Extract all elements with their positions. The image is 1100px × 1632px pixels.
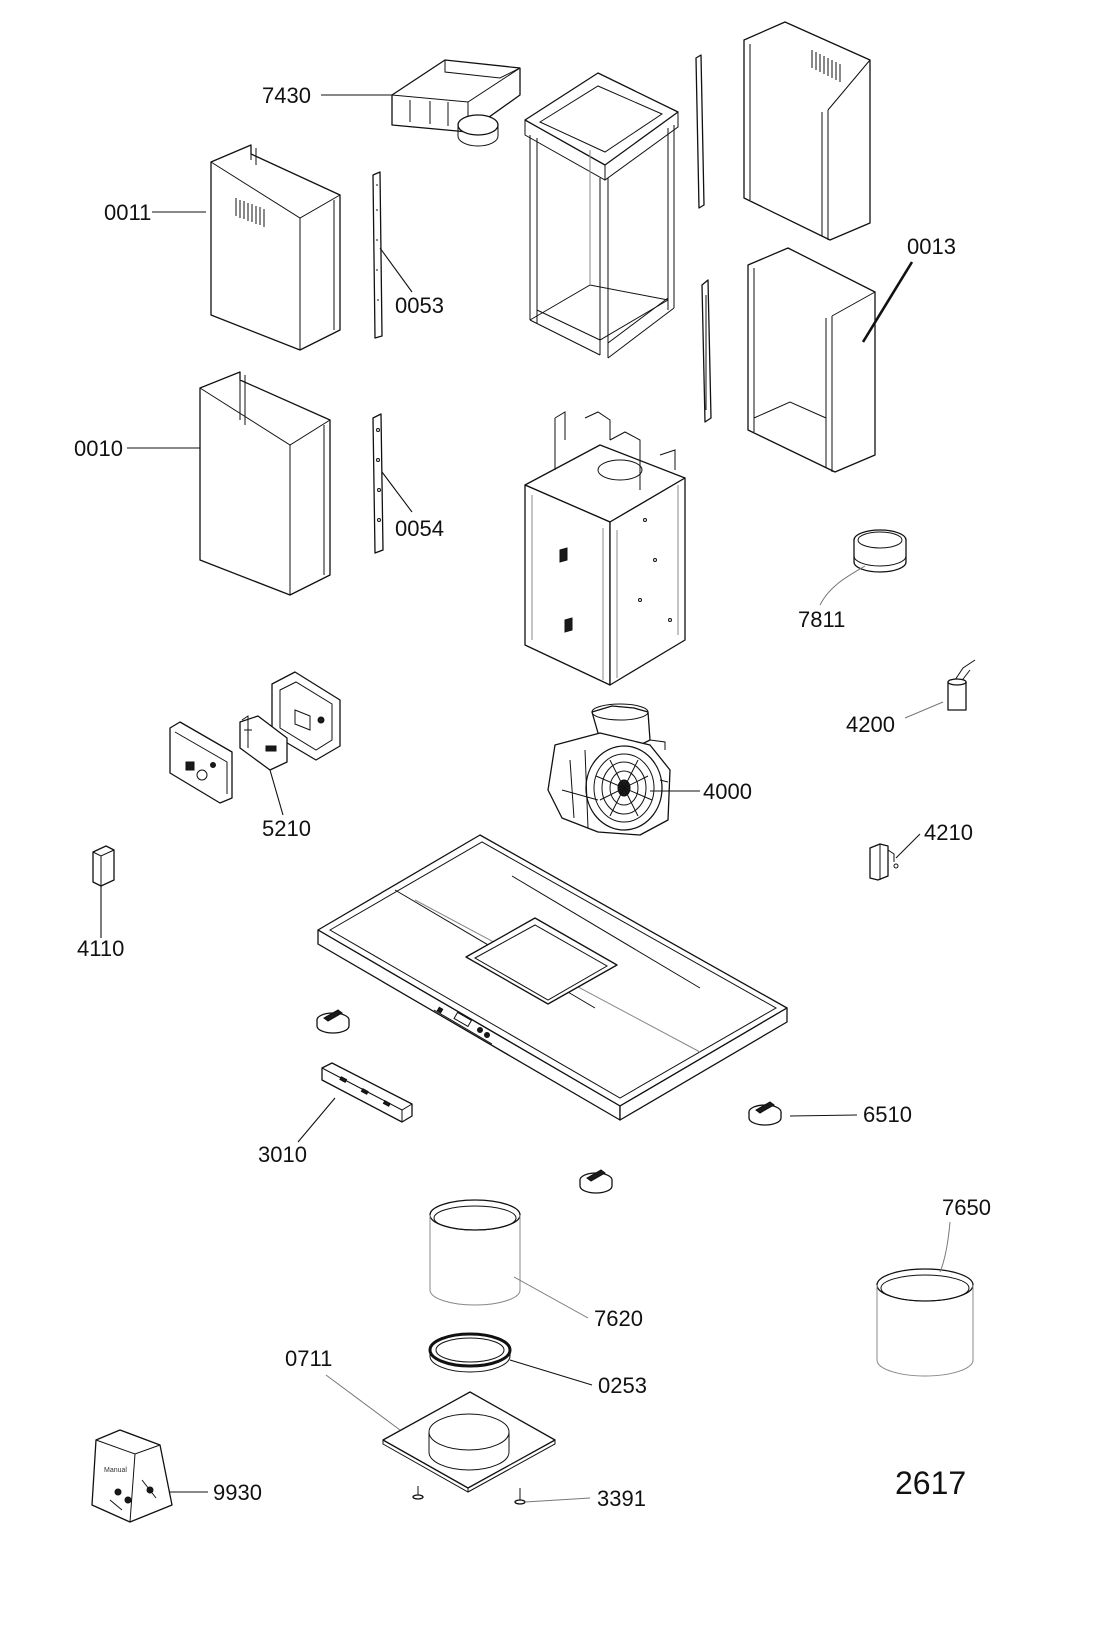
callout-5210: 5210 [262,816,311,841]
callout-9930: 9930 [213,1480,262,1505]
part-rear-upper-cover [743,21,871,241]
part-capacitor [947,659,976,711]
part-support-frame [524,72,679,359]
part-control-panel [169,721,233,804]
part-vertical-strip-lower [701,279,712,423]
callout-0013: 0013 [907,234,956,259]
part-knob-left [316,1009,350,1034]
part-screw-right [514,1488,526,1505]
callout-7430: 7430 [262,83,311,108]
callout-4210: 4210 [924,820,973,845]
part-canopy [317,834,788,1121]
part-transformer [92,845,115,887]
control-strip [433,1006,493,1045]
part-vertical-strip-upper [695,54,705,209]
callout-3391: 3391 [597,1486,646,1511]
part-screw-left [412,1486,424,1500]
callout-0253: 0253 [598,1373,647,1398]
part-rear-lower-cover [747,247,876,473]
part-gasket-ring [428,1332,512,1373]
filter-opening [465,917,618,1005]
part-switch-bracket [869,843,899,881]
callout-0010: 0010 [74,436,123,461]
drawing-number: 2617 [895,1465,966,1501]
callout-7650: 7650 [942,1195,991,1220]
part-blower-motor [547,703,671,836]
callout-7620: 7620 [594,1306,643,1331]
callout-3010: 3010 [258,1142,307,1167]
part-upper-chimney-cover [210,144,341,351]
part-duct-sleeve [429,1199,521,1306]
callout-0711: 0711 [285,1346,332,1371]
part-bracket-rail-0054 [372,413,384,554]
part-mounting-plate [382,1391,556,1493]
callout-0011: 0011 [104,200,151,225]
part-duct-adapter [391,59,521,147]
vent-slots-right [811,50,841,82]
bag-label: Manual [104,1467,127,1474]
part-knob-right [748,1101,782,1126]
callout-0053: 0053 [395,293,444,318]
callout-4200: 4200 [846,712,895,737]
part-bracket-rail-0053 [372,171,383,339]
callout-labels: 7430 0011 0053 0013 0010 0054 7811 4200 … [74,83,991,1511]
callout-6510: 6510 [863,1102,912,1127]
vent-slots-left [235,198,265,227]
callout-0054: 0054 [395,516,444,541]
part-control-board [239,715,288,771]
part-lower-chimney-cover [199,371,331,596]
callout-4000: 4000 [703,779,752,804]
part-collar-ring [853,529,907,573]
callout-7811: 7811 [798,607,845,632]
part-knob-bottom [579,1169,613,1194]
part-hardware-bag: Manual [91,1429,173,1523]
part-light-bar [321,1062,413,1123]
callout-4110: 4110 [77,936,124,961]
part-extension-sleeve [876,1268,974,1377]
leader-lines [100,94,951,1503]
part-hood-body [524,411,686,686]
